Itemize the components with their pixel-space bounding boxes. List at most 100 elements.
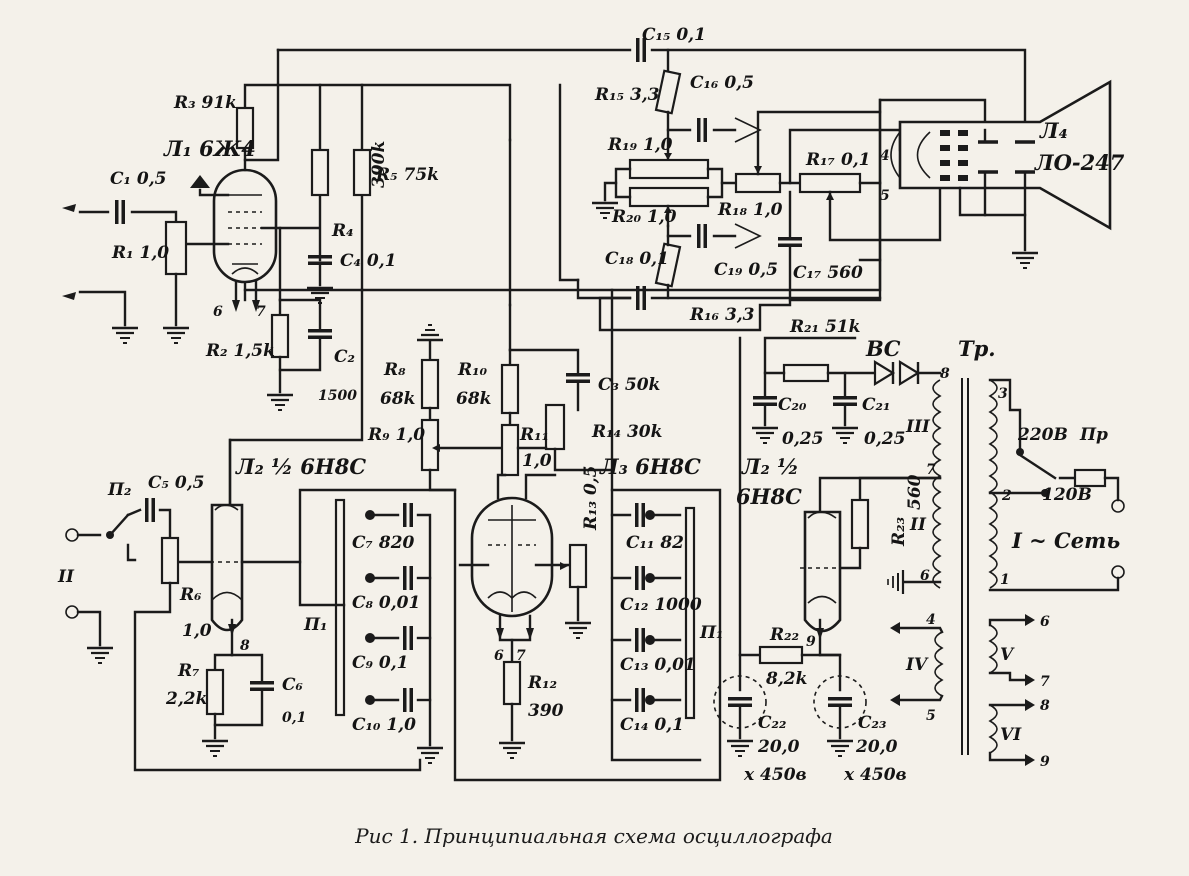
label-c1: C₁ 0,5 [110,169,166,189]
resistor-r4 [310,148,330,197]
label-out-9: 9 [1040,754,1050,770]
label-winding-vi: VI [1000,725,1022,745]
label-l2b-pin9: 9 [806,634,816,650]
label-r23b: 560 [905,474,925,510]
label-out-4: 4 [926,612,936,628]
label-r7b: 2,2k [165,689,207,709]
deflection-network [558,38,942,332]
label-r19: R₁₉ 1,0 [607,135,673,155]
ground-arrow-l1 [190,175,210,188]
label-crt-pin5: 5 [880,188,890,204]
label-c23c: x 450в [843,765,907,785]
label-l2b-b: 6Н8С [736,484,802,509]
label-fuse: Пр [1079,425,1108,445]
label-c15: C₁₅ 0,1 [642,25,706,45]
label-p1-right: П₁ [699,623,724,643]
label-c16: C₁₆ 0,5 [690,73,754,93]
label-r6b: 1,0 [182,621,212,641]
label-tap-6: 6 [920,568,930,584]
label-p2: П₂ [107,480,132,500]
label-r9: R₉ 1,0 [367,425,425,445]
label-c11: C₁₁ 82 [626,533,684,553]
label-out-7: 7 [1040,674,1050,690]
input-stage-2 [65,438,422,772]
resistor-r5 [352,148,372,197]
label-r15: R₁₅ 3,3 [594,85,660,105]
label-l4: Л₄ [1039,118,1068,143]
figure-caption: Рис 1. Принципиальная схема осциллографа [354,824,833,848]
label-l4-type: ЛО-247 [1034,150,1125,175]
label-l3: Л₃ 6Н8С [599,454,701,479]
label-c5: C₅ 0,5 [148,473,204,493]
label-winding-iii: III [905,417,931,437]
label-l3-pin6: 6 [494,648,504,664]
label-l2a: Л₂ ½ 6Н8С [235,454,366,479]
label-c4: C₄ 0,1 [340,251,396,271]
label-winding-iv: IV [905,655,929,675]
labels: C₁₅ 0,1 R₁₅ 3,3 C₁₆ 0,5 R₁₉ 1,0 R₂₀ 1,0 … [57,25,1125,785]
label-out-6: 6 [1040,614,1050,630]
label-c2a: C₂ [334,347,355,367]
label-r13: R₁₃ 0,5 [581,465,601,531]
label-r12b: 390 [528,701,564,721]
label-mains: I ~ Сеть [1011,528,1120,553]
label-c18: C₁₈ 0,1 [605,249,669,269]
label-r8b: 68k [380,389,415,409]
label-r22a: R₂₂ [769,625,799,645]
label-r18: R₁₈ 1,0 [717,200,783,220]
label-r16: R₁₆ 3,3 [689,305,755,325]
label-r3: R₃ 91k [173,93,237,113]
label-r17: R₁₇ 0,1 [805,150,871,170]
input-stage-1 [62,200,191,345]
label-r4b: 390k [369,141,389,188]
label-r11b: 1,0 [522,451,552,471]
resistor-r3 [235,106,255,150]
label-220v: 220В [1017,425,1068,445]
label-c12: C₁₂ 1000 [620,595,702,615]
label-tap-8: 8 [940,366,950,382]
label-c20a: C₂₀ [778,395,807,415]
label-r8a: R₈ [383,360,406,380]
label-c9: C₉ 0,1 [352,653,408,673]
label-crt-pin4: 4 [880,148,890,164]
tube-l2-rectifier [738,336,845,692]
label-c17: C₁₇ 560 [793,263,863,283]
label-tap-3: 3 [998,386,1008,402]
label-tap-1: 1 [1000,572,1010,588]
label-r2: R₂ 1,5k [205,341,275,361]
label-c19: C₁₉ 0,5 [714,260,778,280]
label-r11a: R₁₁ [519,425,549,445]
label-r23a: R₂₃ [889,517,909,547]
label-c22a: C₂₂ [758,713,786,733]
label-r20: R₂₀ 1,0 [611,207,677,227]
label-l3-pin7: 7 [516,648,526,664]
label-r7a: R₇ [177,661,200,681]
label-winding-ii: II [909,515,927,535]
label-r4a: R₄ [331,221,354,241]
label-r1: R₁ 1,0 [111,243,169,263]
label-c21a: C₂₁ [862,395,890,415]
label-r10b: 68k [456,389,491,409]
tube-l1 [174,158,320,302]
label-c8: C₈ 0,01 [352,593,420,613]
label-input-ii: II [57,567,75,587]
label-r21: R₂₁ 51k [789,317,860,337]
label-c22b: 20,0 [757,737,800,757]
label-c22c: x 450в [743,765,807,785]
label-c6b: 0,1 [282,710,306,726]
label-r10a: R₁₀ [457,360,488,380]
label-c10: C₁₀ 1,0 [352,715,416,735]
label-l1-pin7: 7 [256,304,266,320]
crt-l4 [878,79,1112,270]
label-p1-left: П₁ [303,615,328,635]
label-c14: C₁₄ 0,1 [620,715,684,735]
label-out-5: 5 [926,708,936,724]
label-r14: R₁₄ 30k [591,422,662,442]
label-r5: R₅ 75k [375,165,439,185]
label-tp: Тр. [958,336,996,361]
label-winding-v: V [1000,645,1015,665]
label-l2a-pin8: 8 [240,638,250,654]
label-c20b: 0,25 [782,429,823,449]
